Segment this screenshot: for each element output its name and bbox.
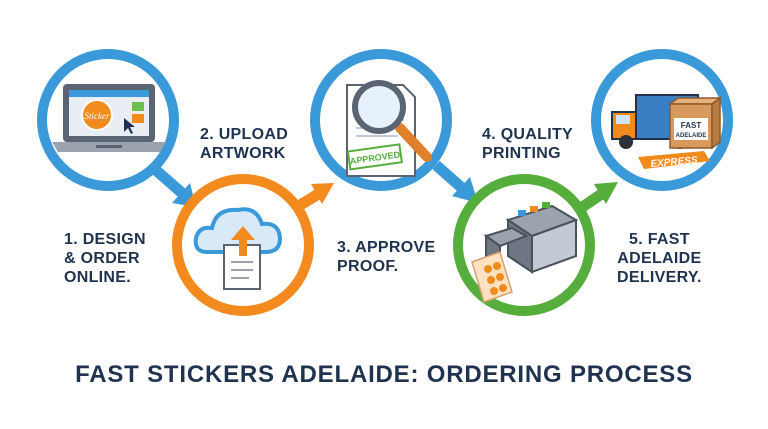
step-1-label: 1. DESIGN & ORDER ONLINE. bbox=[64, 231, 146, 286]
step-5-label: 5. FAST ADELAIDE DELIVERY. bbox=[617, 231, 702, 286]
parcel-box: FAST ADELAIDE bbox=[667, 96, 723, 150]
svg-text:ADELAIDE: ADELAIDE bbox=[676, 133, 707, 139]
magnifier-document-icon: APPROVED bbox=[346, 80, 432, 177]
delivery-truck-icon: FAST ADELAIDE EXPRESS bbox=[611, 94, 723, 170]
diagram-title: FAST STICKERS ADELAIDE: ORDERING PROCESS bbox=[75, 361, 693, 388]
step-2-circle bbox=[172, 174, 314, 316]
approved-stamp: APPROVED bbox=[346, 143, 403, 171]
step-4-circle bbox=[453, 174, 595, 316]
step-2-label: 2. UPLOAD ARTWORK bbox=[200, 126, 289, 162]
svg-text:EXPRESS: EXPRESS bbox=[650, 155, 698, 170]
printing-press-icon bbox=[471, 202, 579, 303]
arrow-3-to-4 bbox=[432, 160, 478, 203]
step-5-circle: FAST ADELAIDE EXPRESS bbox=[591, 49, 733, 191]
step-1-circle: Sticker bbox=[37, 49, 179, 191]
step-3-circle: APPROVED bbox=[310, 49, 452, 191]
express-tag: EXPRESS bbox=[638, 151, 710, 170]
step-3-label: 3. APPROVE PROOF. bbox=[337, 239, 436, 275]
laptop-icon: Sticker bbox=[52, 84, 166, 152]
sticker-badge-text: Sticker bbox=[85, 111, 110, 121]
svg-text:FAST: FAST bbox=[681, 121, 702, 130]
step-4-label: 4. QUALITY PRINTING bbox=[482, 126, 574, 162]
arrow-4-to-5 bbox=[574, 182, 618, 215]
cloud-upload-icon bbox=[193, 207, 283, 290]
